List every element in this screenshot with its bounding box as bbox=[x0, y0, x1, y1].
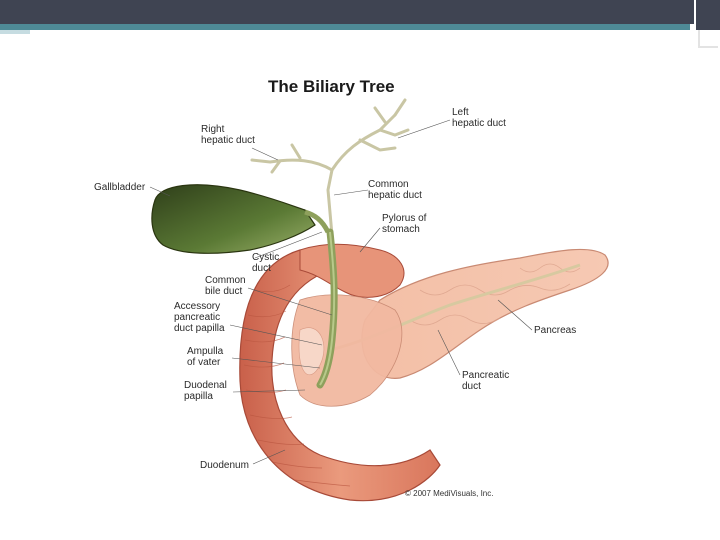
label-duodenal-papilla: Duodenal papilla bbox=[184, 380, 227, 402]
label-pancreas: Pancreas bbox=[534, 325, 576, 336]
label-accessory-papilla: Accessory pancreatic duct papilla bbox=[174, 301, 225, 334]
label-right-hepatic-duct: Right hepatic duct bbox=[201, 124, 255, 146]
label-duodenum: Duodenum bbox=[200, 460, 249, 471]
label-common-hepatic-duct: Common hepatic duct bbox=[368, 179, 422, 201]
label-pancreatic-duct: Pancreatic duct bbox=[462, 370, 509, 392]
common-hepatic-duct bbox=[328, 170, 332, 235]
label-ampulla: Ampulla of vater bbox=[187, 346, 223, 368]
copyright-text: © 2007 MediVisuals, Inc. bbox=[405, 489, 493, 498]
label-cystic-duct: Cystic duct bbox=[252, 252, 279, 274]
pylorus-shape bbox=[300, 244, 404, 297]
label-pylorus: Pylorus of stomach bbox=[382, 213, 426, 235]
gallbladder-shape bbox=[152, 185, 315, 253]
label-common-bile-duct: Common bile duct bbox=[205, 275, 246, 297]
label-left-hepatic-duct: Left hepatic duct bbox=[452, 107, 506, 129]
label-gallbladder: Gallbladder bbox=[94, 182, 145, 193]
right-hepatic-duct bbox=[252, 160, 332, 170]
